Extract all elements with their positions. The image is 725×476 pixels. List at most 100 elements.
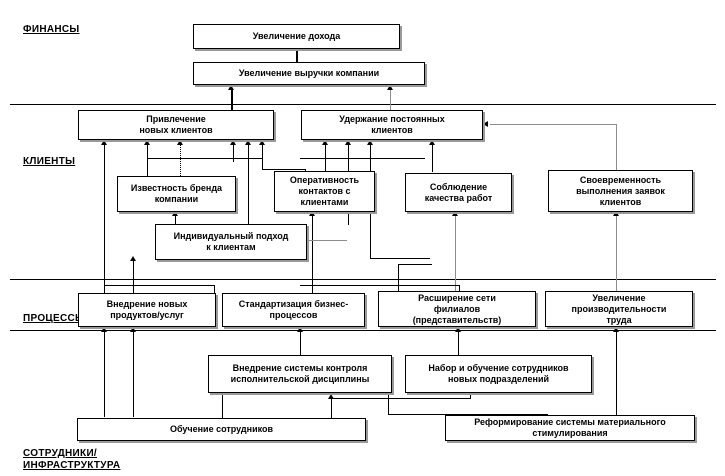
connector-n8-n4-h — [490, 124, 617, 125]
node-label: Индивидуальный подход к клиентам — [173, 231, 289, 252]
arrowhead-n7-n4 — [429, 140, 435, 145]
node-label: Привлечение новых клиентов — [139, 114, 213, 135]
node-label: Оперативность контактов с клиентами — [289, 175, 360, 207]
connector-n12-up-h — [398, 264, 432, 265]
node-label: Соблюдение качества работ — [424, 181, 493, 203]
connector-n5-n3 — [147, 145, 148, 176]
arrowhead-n11-n4 — [367, 140, 373, 145]
connector-n14-n11 — [300, 331, 301, 356]
connector-n7-n3-v — [233, 145, 234, 162]
connector-n10-n5 — [133, 260, 134, 293]
node-reform-incentive-system[interactable]: Реформирование системы материального сти… — [445, 415, 695, 441]
node-staff-training[interactable]: Обучение сотрудников — [77, 418, 366, 441]
node-label: Стандартизация бизнес- процессов — [238, 299, 349, 320]
connector-n9-n3 — [248, 145, 249, 225]
node-label: Расширение сети филиалов (представительс… — [412, 292, 502, 325]
node-attract-new-clients[interactable]: Привлечение новых клиентов — [78, 110, 274, 140]
node-label: Своевременность выполнения заявок клиент… — [576, 174, 665, 207]
connector-n11-n4-h — [370, 258, 430, 259]
connector-n16-n15-v — [470, 394, 471, 399]
arrowhead-n4-n2 — [387, 85, 393, 90]
perspective-label-clients: КЛИЕНТЫ — [23, 156, 76, 167]
arrowhead-n17-n13 — [613, 327, 619, 332]
connector-n11-n6 — [312, 215, 313, 293]
node-increase-labor-productivity[interactable]: Увеличение производительности труда — [545, 291, 693, 327]
perspective-label-processes: ПРОЦЕССЫ — [23, 313, 86, 324]
connector-n16-bracket-v — [222, 404, 223, 418]
connector-n4-n2 — [390, 89, 391, 110]
arrowhead-n16-n15 — [328, 394, 334, 399]
node-label: Обучение сотрудников — [169, 424, 274, 434]
connector-n6-n3-v2 — [305, 169, 306, 172]
connector-n16-n15-h — [331, 398, 471, 399]
connector-n2-n1 — [296, 49, 298, 62]
node-label: Внедрение новых продуктов/услуг — [106, 299, 188, 320]
bracket-processes-top-mid — [300, 285, 460, 286]
node-increase-revenue[interactable]: Увеличение выручки компании — [193, 62, 425, 85]
node-label: Внедрение системы контроля исполнительск… — [230, 363, 370, 384]
arrowhead-n9-n3 — [245, 140, 251, 145]
node-recruit-train-new-units[interactable]: Набор и обучение сотрудников новых подра… — [405, 355, 592, 393]
connector-n3-n2 — [231, 89, 233, 110]
connector-n17-left-v — [388, 394, 389, 415]
node-label: Увеличение выручки компании — [238, 68, 380, 78]
arrowhead-n6-n4 — [322, 140, 328, 145]
node-retain-regular-clients[interactable]: Удержание постоянных клиентов — [301, 110, 483, 140]
connector-n17-n13 — [616, 331, 617, 415]
arrowhead-n11-n6 — [309, 211, 315, 216]
arrowhead-n10-n3 — [101, 140, 107, 145]
connector-n15-n12 — [458, 331, 459, 356]
node-standardize-business-processes[interactable]: Стандартизация бизнес- процессов — [222, 293, 365, 327]
connector-n16-n10-b — [133, 331, 134, 417]
connector-n6-n3-h — [262, 169, 306, 170]
connector-n17-left-h — [388, 414, 548, 415]
arrowhead-n9-n5 — [172, 211, 178, 216]
node-discipline-control-system[interactable]: Внедрение системы контроля исполнительск… — [208, 355, 392, 393]
node-individual-approach[interactable]: Индивидуальный подход к клиентам — [155, 224, 307, 260]
arrowhead-n10-n5 — [130, 256, 136, 261]
connector-dotted-n3 — [180, 145, 181, 178]
node-expand-branch-network[interactable]: Расширение сети филиалов (представительс… — [378, 291, 536, 327]
arrowhead-n15-n12 — [455, 327, 461, 332]
arrowhead-n11-n7 — [452, 211, 458, 216]
separator-processes-staff — [10, 330, 716, 331]
arrowhead-n16-n10-a — [101, 327, 107, 332]
node-new-products-services[interactable]: Внедрение новых продуктов/услуг — [78, 293, 216, 327]
perspective-label-finance: ФИНАНСЫ — [23, 24, 80, 35]
bracket-n4-lower — [300, 158, 425, 159]
arrowhead-n13-n8 — [613, 211, 619, 216]
connector-n16-n15 — [331, 398, 332, 418]
arrowhead-dotted-n3 — [177, 140, 183, 145]
node-timely-order-fulfilment[interactable]: Своевременность выполнения заявок клиент… — [548, 170, 693, 212]
node-contact-responsiveness[interactable]: Оперативность контактов с клиентами — [274, 171, 375, 212]
bracket-n3-lower-drop — [147, 152, 148, 159]
arrowhead-n6-n3 — [259, 140, 265, 145]
arrowhead-n7-n3 — [230, 140, 236, 145]
node-label: Удержание постоянных клиентов — [339, 114, 445, 135]
node-brand-awareness[interactable]: Известность бренда компании — [117, 176, 236, 212]
node-increase-income[interactable]: Увеличение дохода — [193, 24, 400, 49]
perspective-label-staff: СОТРУДНИКИ/ ИНФРАСТРУКТУРА — [23, 448, 121, 471]
arrowhead-n16-n10-b — [130, 327, 136, 332]
connector-n13-n8 — [616, 215, 617, 293]
connector-n16-n10-a — [104, 331, 105, 417]
bracket-n3-lower — [147, 158, 262, 159]
arrowhead-n5-n3 — [144, 140, 150, 145]
connector-n6-n3-v — [262, 145, 263, 170]
node-label: Реформирование системы материального сти… — [474, 417, 666, 438]
node-label: Увеличение производительности труда — [571, 292, 667, 325]
node-label: Увеличение дохода — [252, 31, 341, 41]
bracket-processes-top-left — [104, 285, 214, 286]
arrowhead-n9-n4 — [345, 140, 351, 145]
arrowhead-n3-n2 — [228, 85, 234, 90]
arrowhead-n8-n4 — [483, 121, 488, 127]
connector-n12-up — [398, 264, 399, 293]
node-label: Набор и обучение сотрудников новых подра… — [428, 363, 569, 384]
separator-finance-clients — [10, 104, 716, 105]
connector-n9-n6-h — [307, 240, 347, 241]
connector-n10-n3-riser — [104, 145, 105, 293]
bracket-processes-drop-b — [459, 285, 460, 293]
node-work-quality[interactable]: Соблюдение качества работ — [405, 173, 512, 212]
connector-n8-n4-v — [616, 124, 617, 176]
